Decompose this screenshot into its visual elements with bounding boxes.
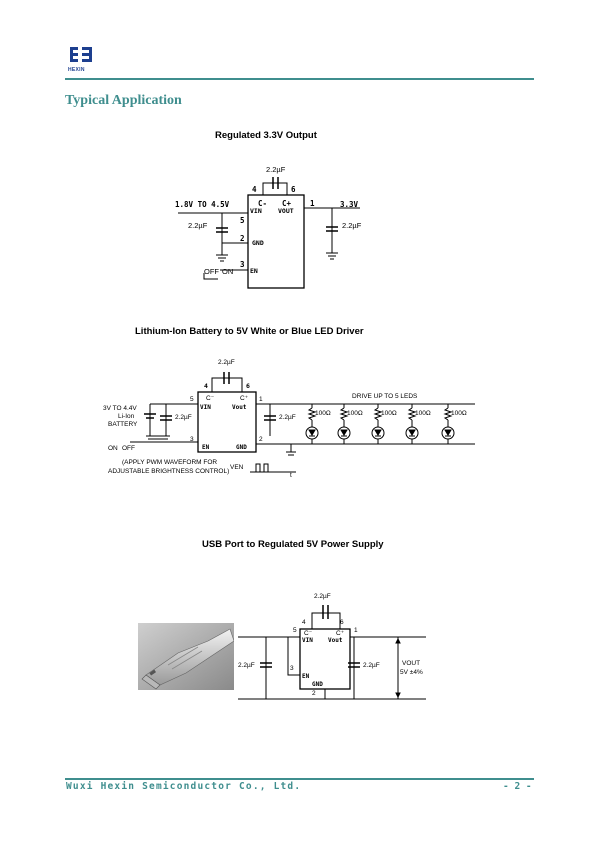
c1-en: EN (250, 267, 258, 275)
c2-en: EN (202, 444, 210, 451)
c3-cap-out: 2.2µF (363, 662, 380, 669)
c2-pin5: 5 (190, 396, 194, 403)
c3-vout-value: 5V ±4% (400, 669, 423, 676)
c2-on: ON (108, 445, 118, 452)
c3-vout-label: VOUT (402, 660, 420, 667)
c1-pin5: 5 (240, 216, 245, 225)
c2-cap-out: 2.2µF (279, 414, 296, 421)
c2-pwm-2: ADJUSTABLE BRIGHTNESS CONTROL) (108, 468, 229, 475)
c1-on: ON (222, 267, 233, 276)
logo-text: HEXIN (68, 67, 85, 73)
c1-input-label: 1.8V TO 4.5V (175, 200, 230, 209)
usb-plug-photo (138, 623, 234, 690)
c1-vout: VOUT (278, 207, 294, 215)
circuit3-schematic: 2.2µF 4 6 C⁻ C⁺ VIN Vout EN GND 5 1 3 2 … (238, 593, 426, 700)
c2-pin6: 6 (246, 382, 250, 390)
section-title: Typical Application (65, 93, 182, 108)
c2-resistor-2: 100Ω (347, 410, 363, 417)
c3-cap-in: 2.2µF (238, 662, 255, 669)
c2-battery-2: Li-Ion (118, 413, 135, 420)
led-array (305, 404, 455, 444)
circuit2-schematic: 2.2µF 4 6 C⁻ C⁺ VIN Vout EN GND 5 3 1 2 … (103, 359, 475, 479)
c2-gnd: GND (236, 444, 247, 451)
c1-cplus: C+ (282, 199, 292, 208)
c1-vin: VIN (250, 207, 262, 215)
c2-pin2: 2 (259, 436, 263, 443)
c2-pwm-1: (APPLY PWM WAVEFORM FOR (122, 459, 217, 466)
c1-pin3: 3 (240, 260, 245, 269)
c3-pin1: 1 (354, 627, 358, 634)
c2-resistor-1: 100Ω (315, 410, 331, 417)
c1-cminus: C- (258, 199, 267, 208)
c1-cap-top: 2.2µF (266, 165, 286, 174)
c2-cminus: C⁻ (206, 395, 215, 402)
c2-cap-top: 2.2µF (218, 359, 235, 366)
c1-pin2: 2 (240, 234, 245, 243)
c3-cap-top: 2.2µF (314, 593, 331, 600)
c2-resistor-3: 100Ω (381, 410, 397, 417)
c3-cminus: C⁻ (304, 630, 313, 637)
c2-t: t (290, 472, 292, 479)
page-number: - 2 - (503, 781, 532, 792)
circuit1-caption: Regulated 3.3V Output (215, 130, 317, 141)
c2-vin: VIN (200, 404, 211, 411)
c2-resistor-5: 100Ω (451, 410, 467, 417)
c2-battery-3: BATTERY (108, 421, 138, 428)
c3-vin: VIN (302, 637, 313, 644)
c2-pin4: 4 (204, 382, 208, 390)
c2-battery-1: 3V TO 4.4V (103, 405, 137, 412)
c2-vout: Vout (232, 404, 247, 411)
c2-pin3: 3 (190, 436, 194, 443)
c2-cap-in: 2.2µF (175, 414, 192, 421)
c3-pin3: 3 (290, 665, 294, 672)
c1-off: OFF (204, 267, 219, 276)
c1-cap-out: 2.2µF (342, 221, 362, 230)
c2-off: OFF (122, 445, 135, 452)
c1-pin1: 1 (310, 199, 315, 208)
c1-output-label: 3.3V (340, 200, 359, 209)
c3-vout: Vout (328, 637, 343, 644)
c2-pin1: 1 (259, 396, 263, 403)
circuit3-caption: USB Port to Regulated 5V Power Supply (202, 539, 384, 550)
c3-cplus: C⁺ (336, 630, 345, 637)
c1-gnd: GND (252, 239, 264, 247)
c3-pin5: 5 (293, 627, 297, 634)
c1-pin6: 6 (291, 185, 296, 194)
c3-en: EN (302, 673, 310, 680)
c3-pin2: 2 (312, 690, 316, 697)
c3-pin4: 4 (302, 619, 306, 626)
c3-gnd: GND (312, 681, 323, 688)
c2-resistor-4: 100Ω (415, 410, 431, 417)
header-rule (65, 78, 534, 80)
hexin-logo (70, 47, 92, 62)
c1-pin4: 4 (252, 185, 257, 194)
c2-drive-label: DRIVE UP TO 5 LEDS (352, 393, 418, 400)
circuit1-schematic: 2.2µF 4 6 C- C+ VIN VOUT GND EN 1.8V TO … (175, 165, 362, 289)
circuit2-caption: Lithium-Ion Battery to 5V White or Blue … (135, 326, 364, 337)
c1-cap-in: 2.2µF (188, 221, 208, 230)
footer-rule (65, 778, 534, 780)
c2-cplus: C⁺ (240, 395, 249, 402)
c3-pin6: 6 (340, 619, 344, 626)
footer-company: Wuxi Hexin Semiconductor Co., Ltd. (66, 781, 302, 792)
c2-ven: VEN (230, 464, 244, 471)
